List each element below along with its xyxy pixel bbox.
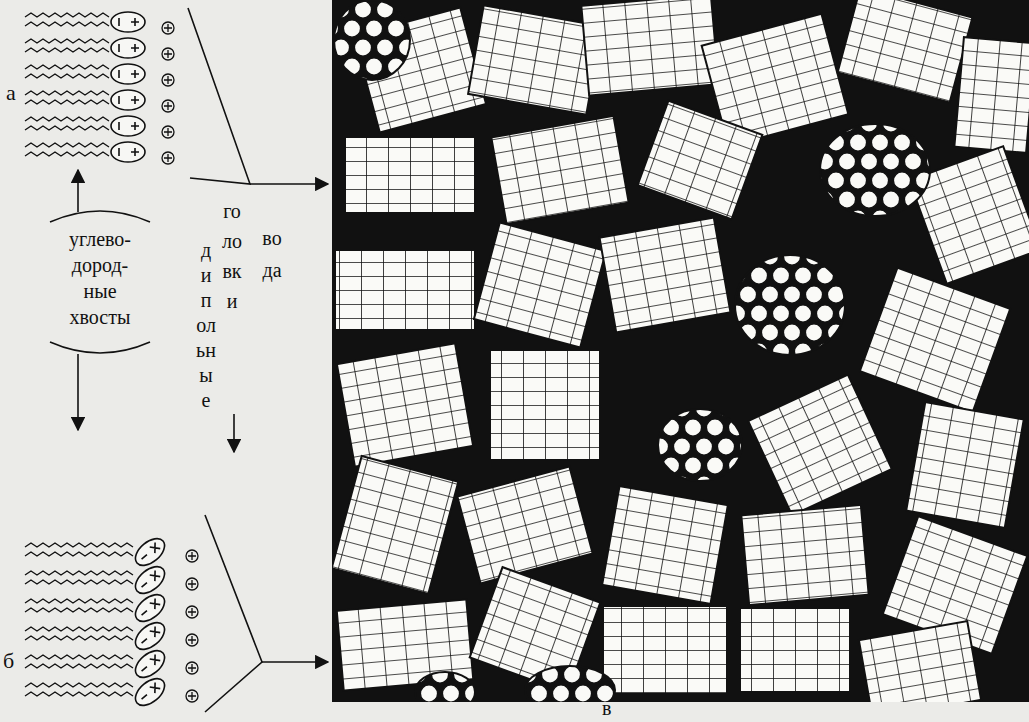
- head-label: головки: [222, 196, 242, 316]
- phase-picture: [332, 0, 1029, 702]
- head-label: дипольные: [196, 238, 216, 413]
- lipid-row-b: [25, 533, 198, 710]
- bracket-arrows: [50, 8, 328, 712]
- lipid-row-a: [25, 12, 174, 164]
- part-letter: а: [6, 80, 16, 106]
- part-letter: в: [602, 697, 611, 720]
- tail-label: углево- дород- ные хвосты: [60, 226, 140, 330]
- water-label: вода: [262, 222, 282, 286]
- part-letter: б: [3, 648, 14, 674]
